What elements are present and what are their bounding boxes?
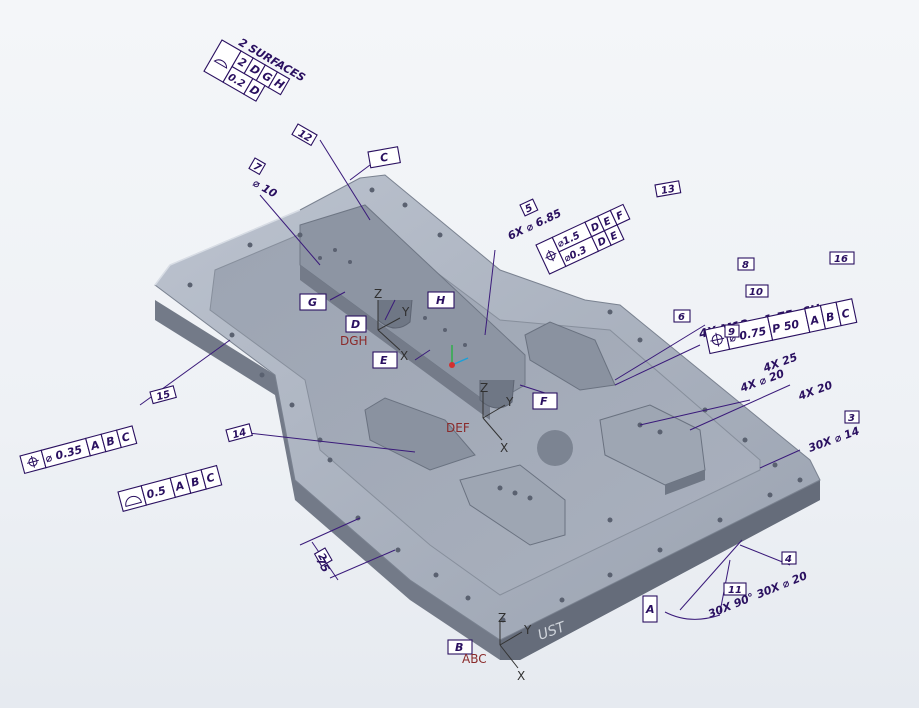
svg-text:15: 15 [155,389,171,403]
csys-label: DGH [340,334,368,348]
hole-pattern [187,187,803,623]
axis-y: Y [505,395,514,409]
balloon-9[interactable]: 9 [724,324,740,338]
axis-y: Y [523,623,532,637]
csys-label: ABC [462,652,487,666]
datum-c[interactable]: C [367,146,401,169]
csys-abc[interactable]: Z Y X ABC [462,611,532,683]
datum-d[interactable]: D [345,315,367,333]
left-pocket [364,397,476,471]
fixture-plate[interactable] [154,174,821,660]
balloon-16[interactable]: 16 [829,251,855,265]
plate-side-face [500,480,820,660]
center-cut [537,430,573,466]
balloon-7[interactable]: 7 [248,157,267,176]
svg-text:10: 10 [749,287,763,298]
depth-20-label: 4X 20 [796,378,835,403]
datum-ref: A [173,479,186,494]
leader-lines [139,139,801,613]
balloon-15[interactable]: 15 [149,385,177,405]
datum-f[interactable]: F [532,392,558,410]
balloon-11[interactable]: 11 [723,582,747,596]
svg-text:H: H [436,294,445,307]
svg-text:8: 8 [742,260,749,271]
svg-text:2: 2 [315,552,328,564]
svg-text:C: C [379,151,389,165]
balloon-12[interactable]: 12 [291,123,318,147]
datum-ref: B [825,310,836,324]
dia-10-label: ⌀ 10 [251,176,280,200]
axis-x: X [400,349,408,363]
datum-g[interactable]: G [299,293,327,311]
datum-ref: B [105,434,116,449]
svg-text:B: B [455,641,463,654]
tol-value: 0.5 [145,484,168,502]
profile-fcf-14[interactable]: 0.5 A B C [117,464,223,512]
csys-def[interactable]: Z Y X DEF [446,381,514,455]
balloon-13[interactable]: 13 [654,180,682,198]
svg-text:4: 4 [784,554,792,565]
axis-x: X [517,669,525,683]
balloon-6[interactable]: 6 [673,309,691,323]
position-fcf-15[interactable]: ⌀ 0.35 A B C [19,425,138,475]
datum-ref: F [615,210,626,223]
balloon-10[interactable]: 10 [745,284,769,298]
balloon-3[interactable]: 3 [844,410,860,424]
projected-zone: P 50 [771,317,801,335]
position-fcf-threads[interactable]: ⌀ 0.75 P 50 A B C [704,298,858,355]
dia-20-label: 4X ⌀ 20 [738,367,787,395]
svg-text:11: 11 [728,585,742,596]
svg-text:E: E [380,354,388,367]
balloon-8[interactable]: 8 [737,257,755,271]
svg-text:6: 6 [678,312,685,323]
axis-z: Z [480,381,488,395]
svg-text:G: G [308,296,317,309]
datum-ref: C [120,430,131,445]
csys-dgh[interactable]: Z Y X DGH [340,287,410,363]
slot-wall [300,265,490,420]
datum-b[interactable]: B [447,639,473,655]
profile-surface-icon [213,59,228,69]
axis-z: Z [498,611,506,625]
datum-h[interactable]: H [427,291,455,309]
datum-ref: E [602,216,613,229]
datum-ref: A [808,313,820,328]
balloon-14[interactable]: 14 [225,423,253,443]
lower-block [459,464,566,546]
svg-text:D: D [351,318,360,331]
holes-30x-dia14: 30X ⌀ 14 [807,424,862,454]
datum-ref: E [609,230,620,243]
datum-ref: B [190,475,201,490]
datum-ref: C [840,307,851,321]
svg-text:A: A [645,603,655,616]
svg-text:9: 9 [728,327,735,338]
svg-text:3: 3 [848,413,855,424]
axis-y: Y [401,305,410,319]
svg-text:F: F [540,395,548,408]
datum-ref: C [205,471,216,486]
datum-a[interactable]: A [642,595,658,623]
balloon-5[interactable]: 5 [519,198,539,217]
world-triad [449,345,469,368]
svg-text:14: 14 [231,427,247,441]
profile-control-2surfaces[interactable]: 2 SURFACES 2 D G H 0.2 D [203,28,308,117]
datum-ref: A [88,438,101,453]
datum-e[interactable]: E [372,351,398,369]
csys-label: DEF [446,421,470,435]
countersink-callout: 30X 90° 30X ⌀ 20 [706,569,809,621]
axis-x: X [500,441,508,455]
axis-z: Z [374,287,382,301]
svg-text:5: 5 [524,203,535,216]
balloon-2[interactable]: 2 [313,547,333,567]
u-notch-2 [479,379,515,409]
svg-text:13: 13 [660,184,676,197]
svg-text:7: 7 [251,161,263,174]
svg-text:16: 16 [834,254,848,265]
right-block-side [665,470,705,495]
angle-arc [664,611,721,620]
profile-surface-icon [125,495,143,508]
balloon-4[interactable]: 4 [781,551,797,565]
